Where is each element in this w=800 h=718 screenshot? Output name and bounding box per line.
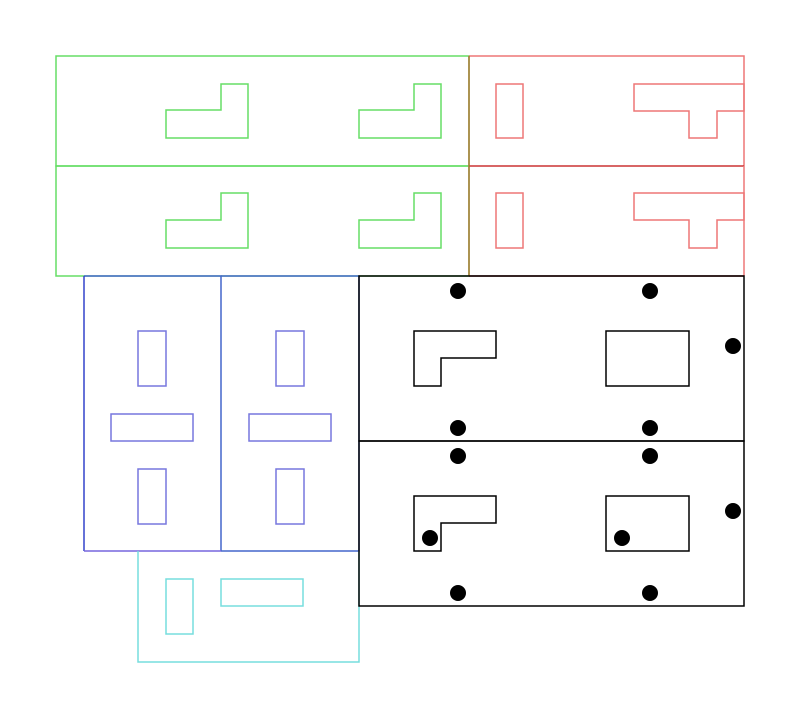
green-panel-bottom-frame <box>55 165 470 277</box>
bar-cutout <box>495 83 524 139</box>
rect-cutout <box>605 330 690 387</box>
t-shape-cutout <box>633 192 745 249</box>
blue-panel-right <box>221 275 360 552</box>
l-shape-cutout <box>358 192 442 249</box>
blue-panel-left <box>83 275 222 552</box>
dot <box>614 530 630 546</box>
bar-cutout <box>137 330 167 387</box>
bar-cutout <box>248 413 332 442</box>
l-shape-cutout <box>358 83 442 139</box>
dot <box>642 448 658 464</box>
black-panel-bottom-frame <box>358 440 745 607</box>
green-panel-top-frame <box>55 55 470 167</box>
dot <box>450 585 466 601</box>
dot <box>450 420 466 436</box>
black-panel-top <box>358 275 745 442</box>
dots <box>422 283 741 601</box>
bar-cutout <box>495 192 524 249</box>
rect-cutout <box>605 495 690 552</box>
bar-cutout <box>275 330 305 387</box>
dot <box>725 338 741 354</box>
dot <box>642 420 658 436</box>
l-shape-cutout <box>413 495 497 552</box>
dot <box>450 448 466 464</box>
red-panel-bottom <box>469 166 745 277</box>
red-panel-top-frame <box>469 55 745 166</box>
dot <box>450 283 466 299</box>
bar-cutout <box>220 578 304 607</box>
bar-cutout <box>165 578 194 635</box>
t-shape-cutout <box>633 83 745 139</box>
cyan-panel <box>137 551 360 663</box>
l-shape-cutout <box>165 83 249 139</box>
green-panel-top <box>55 55 470 167</box>
dot <box>642 283 658 299</box>
dot <box>725 503 741 519</box>
l-shape-cutout <box>413 330 497 387</box>
bar-cutout <box>137 468 167 525</box>
l-shape-cutout <box>165 192 249 249</box>
bar-cutout <box>275 468 305 525</box>
black-panel-top-frame <box>358 275 745 442</box>
dot <box>642 585 658 601</box>
bar-cutout <box>110 413 194 442</box>
black-panel-bottom <box>358 440 745 607</box>
green-panel-bottom <box>55 165 470 277</box>
dot <box>422 530 438 546</box>
red-panel-top <box>469 55 745 167</box>
